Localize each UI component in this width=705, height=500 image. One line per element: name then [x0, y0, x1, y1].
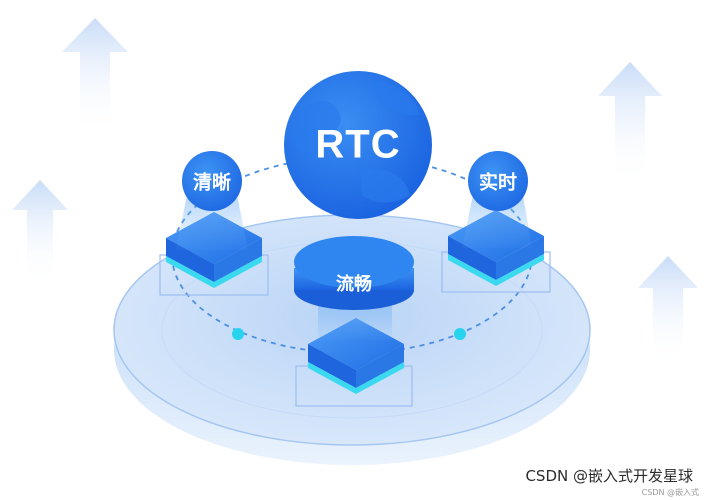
node-liuchang [294, 236, 414, 310]
watermark-small: CSDN @嵌入式 [641, 488, 699, 497]
light-beam [318, 300, 392, 340]
up-arrow-icon [62, 18, 128, 135]
up-arrow-icon [12, 180, 68, 285]
liuchang-label: 流畅 [336, 274, 372, 295]
node-shishi [468, 151, 528, 211]
qingxi-label: 清晰 [192, 171, 232, 194]
rtc-globe [284, 71, 432, 219]
up-arrow-icon [598, 62, 662, 185]
node-qingxi [182, 151, 242, 211]
connector-dot [454, 328, 466, 340]
shishi-label: 实时 [478, 171, 518, 194]
connector-dot [232, 328, 244, 340]
watermark: CSDN @嵌入式开发星球 [525, 467, 693, 485]
rtc-label: RTC [315, 122, 401, 167]
up-arrow-icon [638, 256, 698, 365]
